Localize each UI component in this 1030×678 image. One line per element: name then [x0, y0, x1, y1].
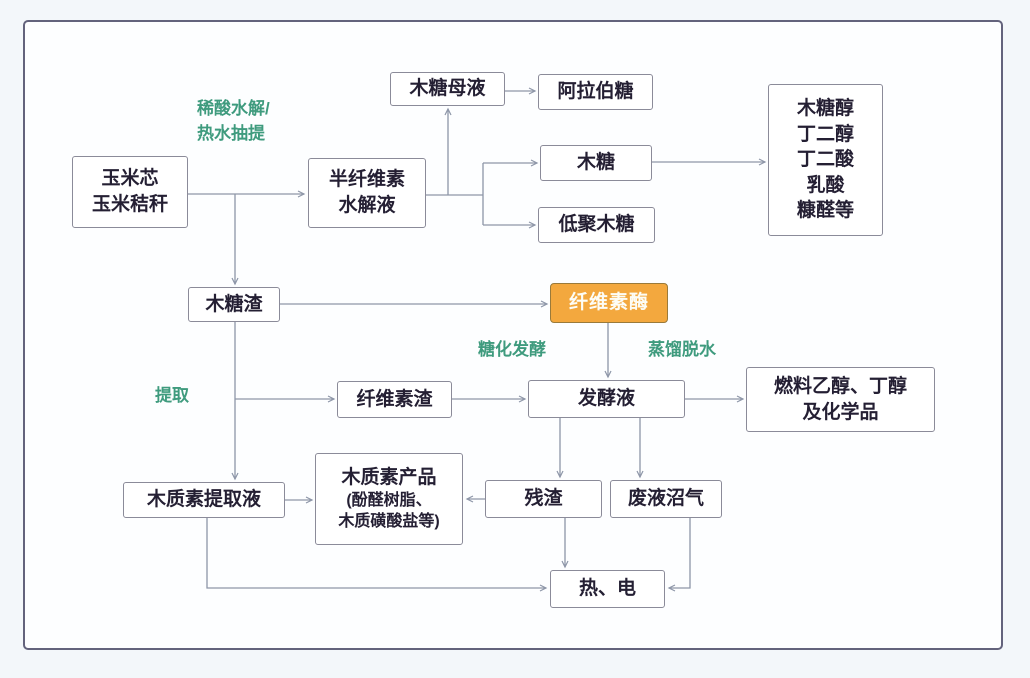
node-cellulase: 纤维素酶 — [550, 283, 668, 323]
node-xylose: 木糖 — [540, 145, 652, 181]
node-cellulose-residue: 纤维素渣 — [337, 381, 452, 418]
label-extraction: 提取 — [155, 386, 189, 405]
node-biogas: 废液沼气 — [610, 480, 722, 518]
node-hemicellulose-hydrolysate: 半纤维素 水解液 — [308, 158, 426, 228]
node-fermentation-broth: 发酵液 — [528, 380, 685, 418]
lignin-products-title: 木质素产品 — [341, 467, 437, 489]
node-lignin-extract: 木质素提取液 — [123, 482, 285, 518]
node-heat-power: 热、电 — [550, 570, 665, 608]
label-dilute-acid-hydrolysis: 稀酸水解/ 热水抽提 — [197, 99, 270, 143]
node-lignin-products: 木质素产品 (酚醛树脂、 木质磺酸盐等) — [315, 453, 463, 545]
node-xylo-oligosaccharide: 低聚木糖 — [538, 207, 655, 243]
node-xylose-residue: 木糖渣 — [188, 287, 280, 322]
lignin-products-subtitle: (酚醛树脂、 木质磺酸盐等) — [338, 492, 440, 530]
node-corn-material: 玉米芯 玉米秸秆 — [72, 156, 188, 228]
node-residue: 残渣 — [485, 480, 602, 518]
node-arabinose: 阿拉伯糖 — [538, 74, 653, 110]
node-xylose-derivatives: 木糖醇 丁二醇 丁二酸 乳酸 糠醛等 — [768, 84, 883, 236]
node-fuel-products: 燃料乙醇、丁醇 及化学品 — [746, 367, 935, 432]
label-distillation-dehydration: 蒸馏脱水 — [648, 340, 716, 359]
node-xylose-mother-liquor: 木糖母液 — [390, 72, 505, 106]
label-saccharification-fermentation: 糖化发酵 — [478, 340, 546, 359]
